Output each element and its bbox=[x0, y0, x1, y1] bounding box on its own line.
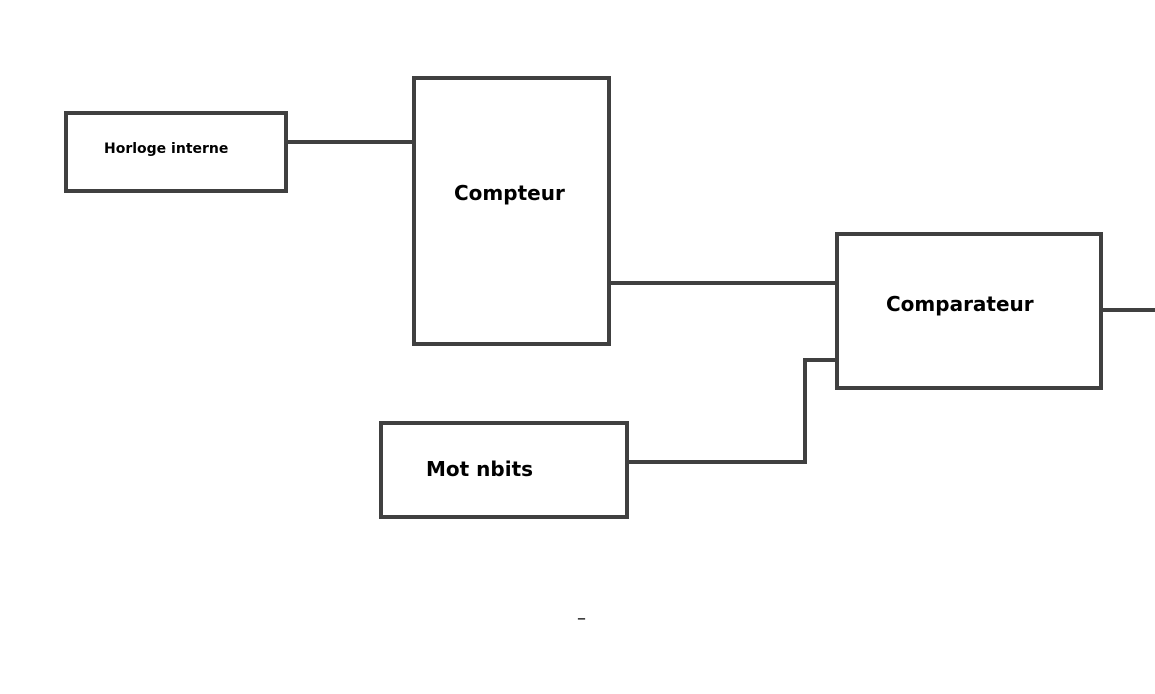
clock-label: Horloge interne bbox=[104, 141, 229, 157]
wire-comparator-output bbox=[1100, 308, 1155, 312]
counter-label: Compteur bbox=[454, 181, 565, 205]
word-label: Mot nbits bbox=[426, 457, 534, 481]
wire-word-vertical bbox=[803, 358, 807, 464]
wire-word-to-comparator bbox=[803, 358, 838, 362]
wire-clock-to-counter bbox=[285, 140, 416, 144]
comparator-label: Comparateur bbox=[886, 292, 1034, 316]
clock-block: Horloge interne bbox=[64, 111, 288, 193]
wire-counter-to-comparator bbox=[608, 281, 838, 285]
wire-word-horizontal bbox=[626, 460, 807, 464]
counter-block: Compteur bbox=[412, 76, 611, 346]
stray-dash: – bbox=[577, 608, 586, 629]
word-block: Mot nbits bbox=[379, 421, 629, 519]
comparator-block: Comparateur bbox=[835, 232, 1103, 390]
